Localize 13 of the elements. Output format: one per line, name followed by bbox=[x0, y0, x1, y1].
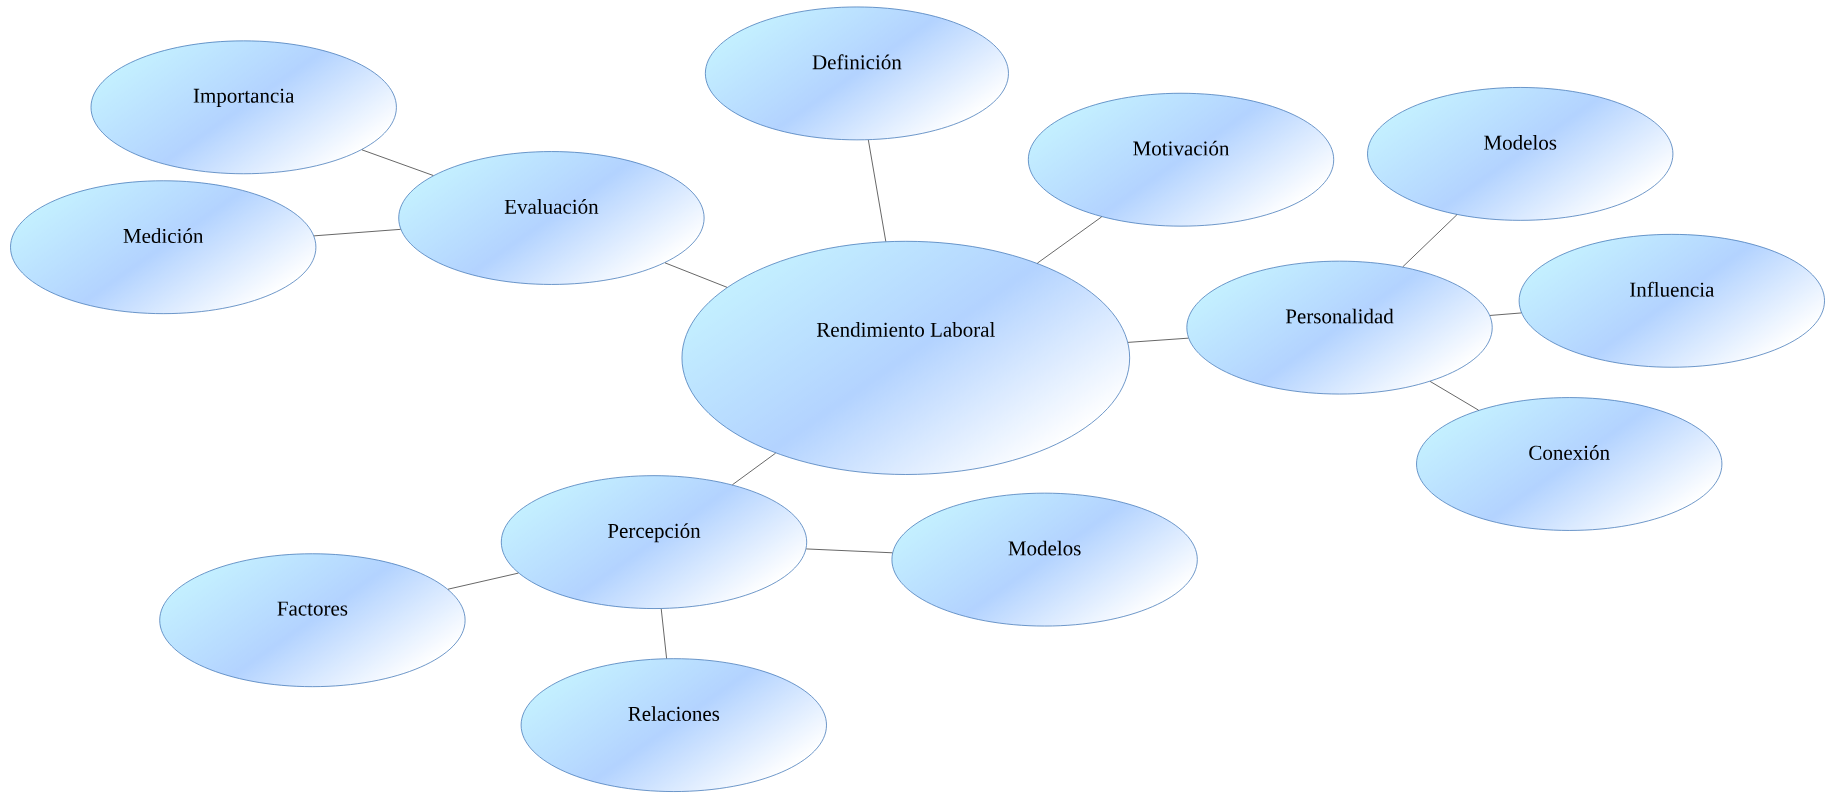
connector-line bbox=[1489, 312, 1522, 316]
connector-line bbox=[361, 149, 434, 176]
connector-line bbox=[1037, 216, 1102, 264]
connector-line bbox=[664, 262, 728, 288]
connector-line bbox=[447, 572, 519, 590]
connector-line bbox=[1402, 214, 1458, 268]
connector-line bbox=[732, 452, 776, 485]
connector-line bbox=[868, 139, 887, 242]
connector-line bbox=[660, 608, 667, 659]
connector-line bbox=[313, 229, 401, 237]
connector-line bbox=[1429, 381, 1479, 411]
connector-line bbox=[1127, 337, 1189, 343]
connector-line bbox=[806, 548, 893, 554]
